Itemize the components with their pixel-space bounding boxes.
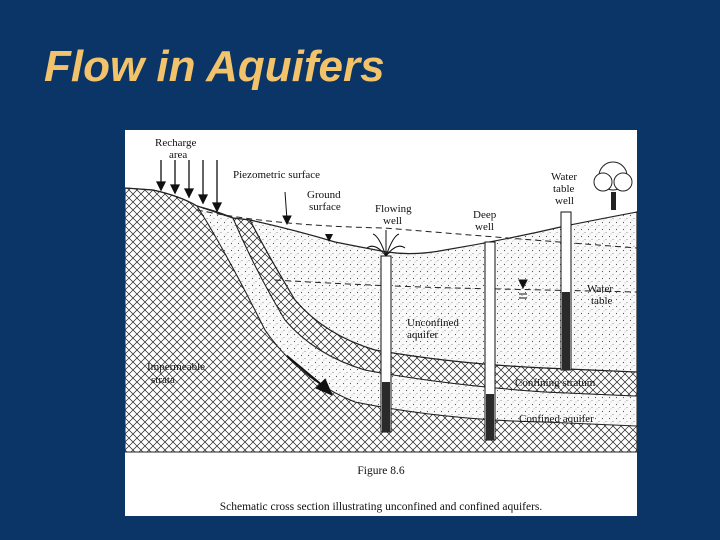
label-wtwell-1: Water bbox=[551, 171, 577, 183]
label-watertable-1: Water bbox=[587, 283, 613, 295]
label-confining: Confining stratum bbox=[515, 377, 596, 389]
label-piezometric: Piezometric surface bbox=[233, 169, 320, 181]
label-watertable-2: table bbox=[591, 295, 612, 307]
deep-well bbox=[485, 242, 495, 440]
label-unconfined-1: Unconfined bbox=[407, 317, 459, 329]
figure-caption: Schematic cross section illustrating unc… bbox=[220, 501, 543, 513]
label-deep-2: well bbox=[475, 221, 494, 233]
water-table-well bbox=[561, 212, 571, 370]
ground-surface-pointer bbox=[283, 192, 291, 224]
label-ground-1: Ground bbox=[307, 189, 341, 201]
label-ground-2: surface bbox=[309, 201, 341, 213]
figure-number: Figure 8.6 bbox=[357, 465, 405, 477]
label-recharge-2: area bbox=[169, 149, 187, 161]
label-confined: Confined aquifer bbox=[519, 413, 594, 425]
label-wtwell-2: table bbox=[553, 183, 574, 195]
label-wtwell-3: well bbox=[555, 195, 574, 207]
aquifer-cross-section-diagram: Recharge area Piezometric surface Ground… bbox=[125, 130, 637, 516]
label-flowing-1: Flowing bbox=[375, 203, 412, 215]
label-impermeable-1: Impermeable bbox=[147, 361, 205, 373]
label-unconfined-2: aquifer bbox=[407, 329, 438, 341]
slide-title: Flow in Aquifers bbox=[44, 42, 385, 92]
label-deep-1: Deep bbox=[473, 209, 497, 221]
tree-icon bbox=[594, 162, 632, 210]
label-recharge-1: Recharge bbox=[155, 137, 196, 149]
aquifer-figure: Recharge area Piezometric surface Ground… bbox=[125, 130, 637, 516]
label-flowing-2: well bbox=[383, 215, 402, 227]
label-impermeable-2: strata bbox=[151, 374, 175, 386]
